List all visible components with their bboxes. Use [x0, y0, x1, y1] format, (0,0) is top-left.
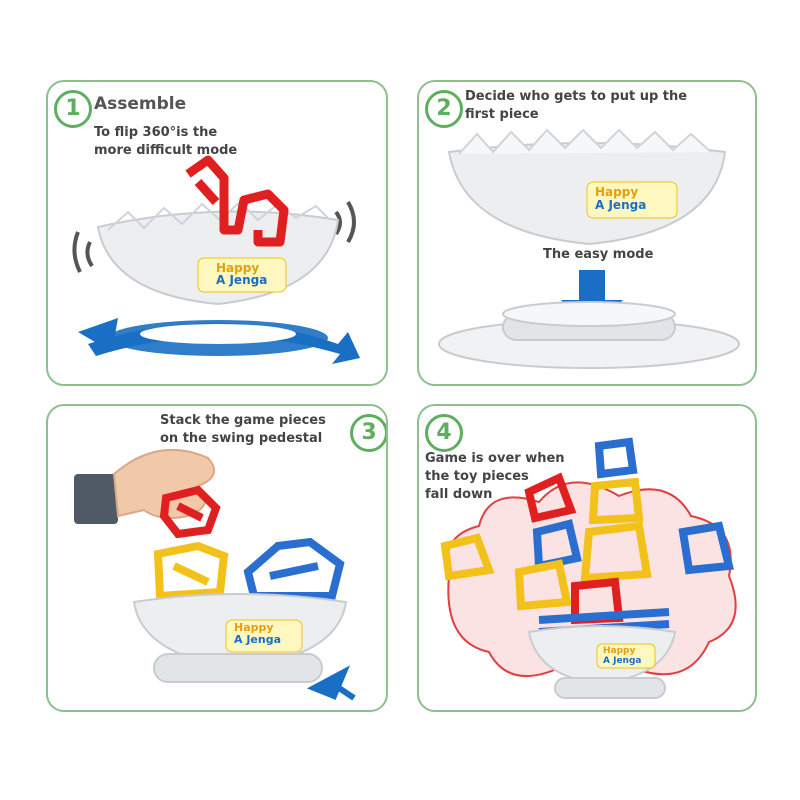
pedestal-base [153, 653, 323, 683]
step-3-number: 3 [350, 414, 386, 452]
brand-logo: Happy A Jenga [216, 261, 268, 287]
step-1-panel: 1 Assemble To flip 360°is the more diffi… [46, 80, 388, 386]
step-2-line-2: first piece [465, 107, 539, 122]
step-4-line-2: the toy pieces [425, 469, 529, 484]
step-2-line-1: Decide who gets to put up the [465, 89, 688, 104]
step-2-illustration [438, 128, 740, 369]
step-4-panel: 4 Game is over when the toy pieces fall … [417, 404, 757, 712]
step-4-line-3: fall down [425, 487, 493, 502]
step-1-title: Assemble [94, 94, 187, 114]
brand-logo: Happy A Jenga [234, 621, 282, 646]
step-4-number: 4 [425, 414, 463, 452]
step-1-line-1: To flip 360°is the [94, 125, 218, 140]
step-1-number: 1 [54, 90, 92, 128]
down-arrow-icon [561, 270, 623, 332]
rotate-arrow-head-icon [78, 318, 118, 352]
falling-blue-piece [678, 521, 735, 575]
falling-yellow-piece [440, 533, 495, 581]
step-2-number: 2 [425, 90, 463, 128]
brand-logo: Happy A Jenga [603, 646, 642, 666]
step-1-illustration [72, 155, 360, 364]
red-piece [159, 485, 221, 539]
shake-mark-icon [72, 231, 82, 273]
easy-mode-caption: The easy mode [543, 247, 654, 262]
step-3-panel: 3 Stack the game pieces on the swing ped… [46, 404, 388, 712]
step-2-panel: 2 Decide who gets to put up the first pi… [417, 80, 757, 386]
hand-sleeve [74, 474, 118, 524]
pedestal-base [554, 677, 666, 699]
arrow-icon [306, 665, 356, 701]
step-4-line-1: Game is over when [425, 451, 565, 466]
step-3-line-2: on the swing pedestal [160, 431, 323, 446]
blue-piece [243, 537, 345, 600]
red-horse-piece [185, 155, 289, 247]
step-3-illustration [74, 448, 356, 701]
step-1-line-2: more difficult mode [94, 143, 238, 158]
brand-logo: Happy A Jenga [595, 185, 647, 212]
step-3-line-1: Stack the game pieces [160, 413, 326, 428]
step-4-illustration [440, 437, 737, 699]
yellow-piece [153, 541, 229, 601]
